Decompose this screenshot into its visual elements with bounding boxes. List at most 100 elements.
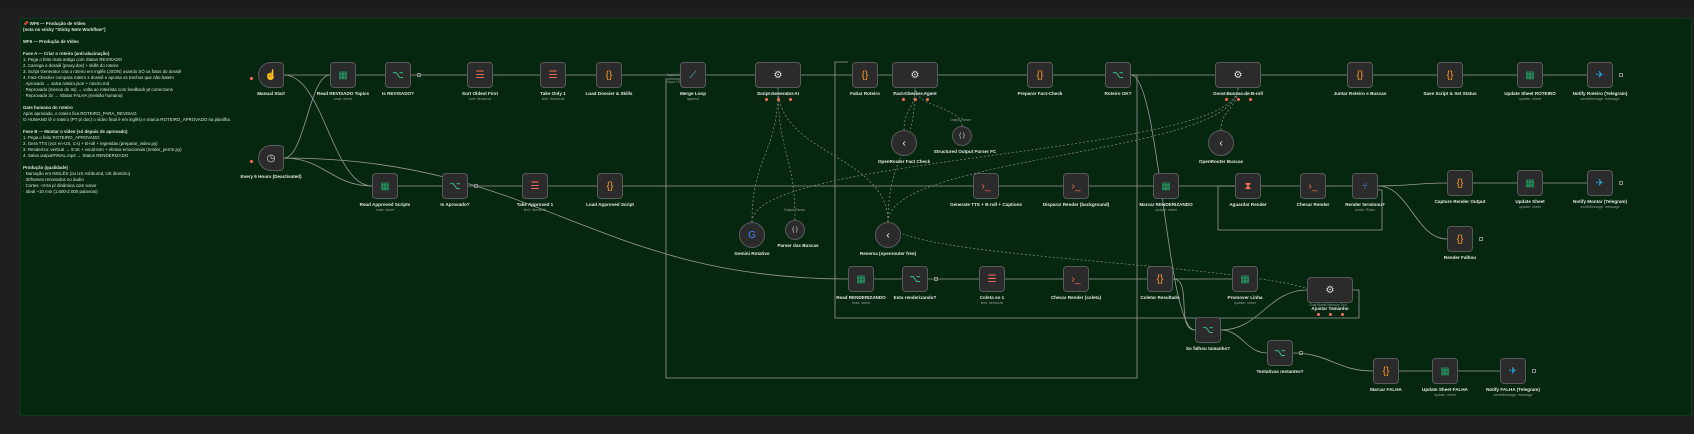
node-scriptgen[interactable]: ⚙ (755, 62, 801, 88)
sub-node-port[interactable] (1237, 98, 1240, 101)
node-checar[interactable]: ›_ (1300, 173, 1326, 199)
add-node-handle[interactable] (1619, 181, 1623, 185)
node-label: Roteiro OK? (1073, 91, 1163, 97)
node-label-text: Take Approved 1 (516, 202, 554, 207)
node-label: Capture Render Output (1415, 199, 1505, 205)
node-label-text: Render terminou? (1345, 202, 1385, 207)
node-sortoldest[interactable]: ☰ (467, 62, 493, 88)
node-sublabel: sort: itemsList (468, 96, 492, 101)
node-gemini[interactable]: G (739, 222, 765, 248)
ai-connection (887, 221, 1331, 304)
node-marcarfalha[interactable]: {} (1373, 358, 1399, 384)
node-label-text: Gemini Rotativo (734, 251, 770, 256)
node-label: OpenRouter Buscas (1176, 159, 1266, 165)
node-factcheck[interactable]: ⚙ (892, 62, 938, 88)
node-sublabel: sendMessage: message (1493, 392, 1533, 397)
node-tentativas[interactable]: ⌥ (1267, 340, 1293, 366)
node-updsheet[interactable]: ▦ (1517, 170, 1543, 196)
notifyroteiro-icon: ✈ (1595, 69, 1605, 81)
node-takeapp1[interactable]: ☰ (522, 173, 548, 199)
node-renderterm[interactable]: ⑂ (1352, 173, 1378, 199)
node-readrendering[interactable]: ▦ (848, 266, 874, 292)
sub-node-port[interactable] (1329, 313, 1332, 316)
node-updroteiro[interactable]: ▦ (1517, 62, 1543, 88)
add-node-handle[interactable] (1619, 73, 1623, 77)
coletar-icon: {} (1156, 273, 1164, 285)
node-notifyroteiro[interactable]: ✈ (1587, 62, 1613, 88)
node-orfc[interactable]: ‹ (891, 130, 917, 156)
add-node-handle[interactable] (934, 277, 938, 281)
add-node-handle[interactable] (1479, 237, 1483, 241)
trigger-marker (250, 77, 253, 80)
node-notifyfalha[interactable]: ✈ (1500, 358, 1526, 384)
node-parserbuscas[interactable]: { } (785, 220, 805, 240)
node-checarcoleta[interactable]: ›_ (1063, 266, 1089, 292)
sub-node-port[interactable] (777, 98, 780, 101)
node-sofalhou[interactable]: ⌥ (1195, 317, 1221, 343)
sub-node-port[interactable] (789, 98, 792, 101)
node-label: Is REVISADO? (353, 91, 443, 97)
node-readrev[interactable]: ▦ (330, 62, 356, 88)
trigger-marker (250, 160, 253, 163)
node-juntar[interactable]: {} (1347, 62, 1373, 88)
node-prepfc[interactable]: {} (1027, 62, 1053, 88)
sticky-line: 2. Carrega o dossiê (proxy.dos) + skills… (23, 63, 119, 68)
node-isrev[interactable]: ⌥ (385, 62, 411, 88)
node-renderfalhou[interactable]: {} (1447, 226, 1473, 252)
node-reserva[interactable]: ‹ (875, 222, 901, 248)
node-roteirook[interactable]: ⌥ (1105, 62, 1131, 88)
node-structout[interactable]: { } (952, 126, 972, 146)
loadapp-icon: {} (606, 180, 614, 192)
node-fatiar[interactable]: {} (852, 62, 878, 88)
sub-node-port[interactable] (1341, 313, 1344, 316)
node-ajustar[interactable]: ⚙ (1307, 277, 1353, 303)
node-loadapp[interactable]: {} (597, 173, 623, 199)
node-coleta1[interactable]: ☰ (979, 266, 1005, 292)
node-coletar[interactable]: {} (1147, 266, 1173, 292)
sub-node-port[interactable] (1317, 313, 1320, 316)
sub-node-port[interactable] (765, 98, 768, 101)
readrev-icon: ▦ (338, 69, 348, 81)
sub-node-port[interactable] (902, 98, 905, 101)
node-label: Notify Roteiro (Telegram)sendMessage: me… (1555, 91, 1645, 101)
node-every6h[interactable]: ◷ (258, 145, 284, 171)
node-mergeloop[interactable]: ⟋ (680, 62, 706, 88)
node-manual[interactable]: ☝ (258, 62, 284, 88)
node-capture[interactable]: {} (1447, 170, 1473, 196)
add-node-handle[interactable] (474, 184, 478, 188)
node-disparar[interactable]: ›_ (1063, 173, 1089, 199)
ai-connection (914, 87, 963, 127)
sub-node-port[interactable] (914, 98, 917, 101)
node-notifymontar[interactable]: ✈ (1587, 170, 1613, 196)
add-node-handle[interactable] (417, 73, 421, 77)
sub-node-port[interactable] (1249, 98, 1252, 101)
add-node-handle[interactable] (1299, 351, 1303, 355)
node-label: Generate TTS + B-roll + Captions (941, 202, 1031, 208)
node-takeonly1[interactable]: ☰ (540, 62, 566, 88)
node-loaddossier[interactable]: {} (596, 62, 622, 88)
node-label-text: Parser das Buscas (777, 243, 819, 248)
node-label-text: Structured Output Parser FC (933, 149, 997, 154)
add-node-handle[interactable] (1532, 369, 1536, 373)
node-isapp[interactable]: ⌥ (442, 173, 468, 199)
sub-node-port[interactable] (1225, 98, 1228, 101)
node-label: Checar Render (coleta) (1031, 295, 1121, 301)
node-gerarbuscas[interactable]: ⚙ (1215, 62, 1261, 88)
node-aguardar[interactable]: ⧗ (1235, 173, 1261, 199)
node-sublabel: update: sheet (1519, 204, 1541, 209)
node-orbuscas[interactable]: ‹ (1208, 130, 1234, 156)
node-updfalha[interactable]: ▦ (1432, 358, 1458, 384)
node-gentts[interactable]: ›_ (973, 173, 999, 199)
node-promover[interactable]: ▦ (1232, 266, 1258, 292)
node-label-text: Is REVISADO? (382, 91, 414, 96)
node-label-text: Esta renderizando? (893, 295, 937, 300)
takeonly1-icon: ☰ (548, 69, 558, 81)
connection-every6h-readapp (283, 157, 373, 187)
node-marcarrender[interactable]: ▦ (1153, 173, 1179, 199)
node-savescript[interactable]: {} (1437, 62, 1463, 88)
node-estarend[interactable]: ⌥ (902, 266, 928, 292)
manual-icon: ☝ (264, 69, 278, 81)
node-readapp[interactable]: ▦ (372, 173, 398, 199)
sub-node-port[interactable] (926, 98, 929, 101)
